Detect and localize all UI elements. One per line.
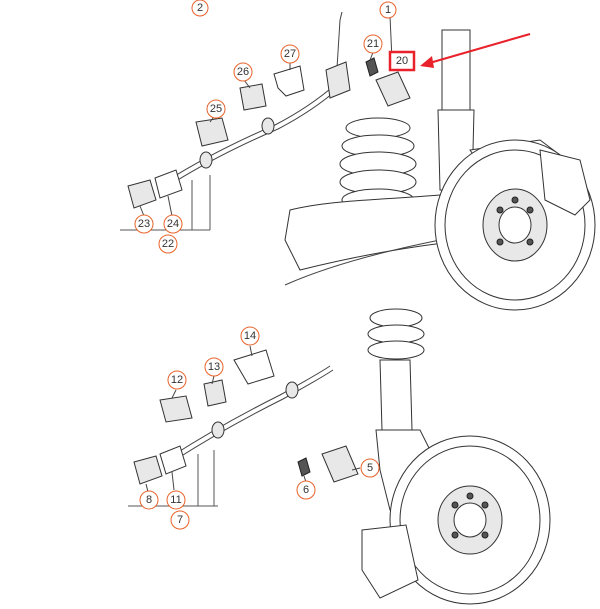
svg-text:20: 20 — [396, 55, 408, 67]
callout-24[interactable]: 24 — [163, 214, 183, 234]
clip-12 — [159, 395, 193, 423]
clip-25 — [195, 117, 229, 147]
clip-13 — [203, 379, 227, 407]
callout-22[interactable]: 22 — [158, 234, 178, 254]
callout-13[interactable]: 13 — [204, 357, 224, 377]
svg-text:24: 24 — [167, 218, 179, 230]
svg-text:7: 7 — [177, 514, 183, 526]
caliper-top — [539, 149, 591, 216]
bottom-assembly — [128, 308, 551, 605]
svg-text:22: 22 — [162, 238, 174, 250]
sensor-head-top — [325, 61, 351, 99]
top-assembly — [120, 11, 596, 311]
strut-body-bottom — [379, 359, 413, 431]
sensor-cable-bottom — [171, 365, 331, 457]
plug-11 — [159, 445, 187, 475]
svg-text:1: 1 — [385, 4, 391, 16]
bracket-27 — [273, 65, 305, 97]
sensor-5 — [321, 445, 359, 483]
callout-5[interactable]: 5 — [360, 458, 380, 478]
bracket-22 — [120, 175, 211, 231]
caliper-bottom — [361, 524, 419, 599]
svg-text:26: 26 — [237, 66, 249, 78]
brake-disc-bottom — [389, 435, 551, 605]
svg-text:8: 8 — [146, 494, 152, 506]
sensor-20 — [375, 71, 411, 107]
callout-12[interactable]: 12 — [167, 370, 187, 390]
plug-24 — [154, 169, 183, 199]
svg-text:23: 23 — [138, 218, 150, 230]
bolt-21 — [365, 57, 379, 77]
highlight-arrow — [425, 33, 531, 65]
connector-8 — [133, 455, 163, 485]
coil-spring-bottom — [367, 308, 425, 360]
svg-text:5: 5 — [367, 462, 373, 474]
clip-26 — [239, 83, 267, 111]
sensor-cable-bottom-shadow — [174, 369, 334, 461]
arm-curve-top — [284, 239, 441, 286]
svg-text:13: 13 — [208, 361, 220, 373]
callouts: 2 1 21 27 26 25 23 24 22 14 13 12 8 11 7… — [134, 0, 397, 530]
callout-23[interactable]: 23 — [134, 214, 154, 234]
svg-text:25: 25 — [210, 103, 222, 115]
callout-25[interactable]: 25 — [206, 99, 226, 119]
svg-text:27: 27 — [284, 48, 296, 60]
sensor-cable-top-shadow — [167, 87, 340, 187]
callout-14[interactable]: 14 — [240, 326, 260, 346]
svg-text:21: 21 — [367, 38, 379, 50]
bolt-6 — [297, 457, 311, 477]
callout-26[interactable]: 26 — [233, 62, 253, 82]
callout-6[interactable]: 6 — [296, 480, 316, 500]
connector-23 — [127, 179, 157, 209]
svg-text:11: 11 — [170, 494, 181, 506]
callout-2[interactable]: 2 — [191, 0, 209, 17]
grommet-d — [211, 421, 225, 439]
grommet-a — [261, 117, 275, 135]
callout-21[interactable]: 21 — [363, 34, 383, 54]
callout-8[interactable]: 8 — [139, 490, 159, 510]
callout-27[interactable]: 27 — [280, 44, 300, 64]
svg-text:12: 12 — [171, 374, 183, 386]
highlight-arrowhead — [420, 56, 434, 68]
bracket-14 — [233, 349, 275, 385]
svg-text:6: 6 — [303, 484, 309, 496]
svg-text:14: 14 — [244, 330, 256, 342]
callout-20-highlight[interactable]: 20 — [388, 33, 531, 72]
callout-7[interactable]: 7 — [170, 510, 190, 530]
grommet-c — [285, 381, 299, 399]
strut-tube-top — [441, 29, 471, 111]
callout-1[interactable]: 1 — [379, 1, 397, 19]
svg-text:2: 2 — [197, 2, 203, 14]
grommet-b — [199, 151, 213, 169]
callout-11[interactable]: 11 — [166, 490, 186, 510]
